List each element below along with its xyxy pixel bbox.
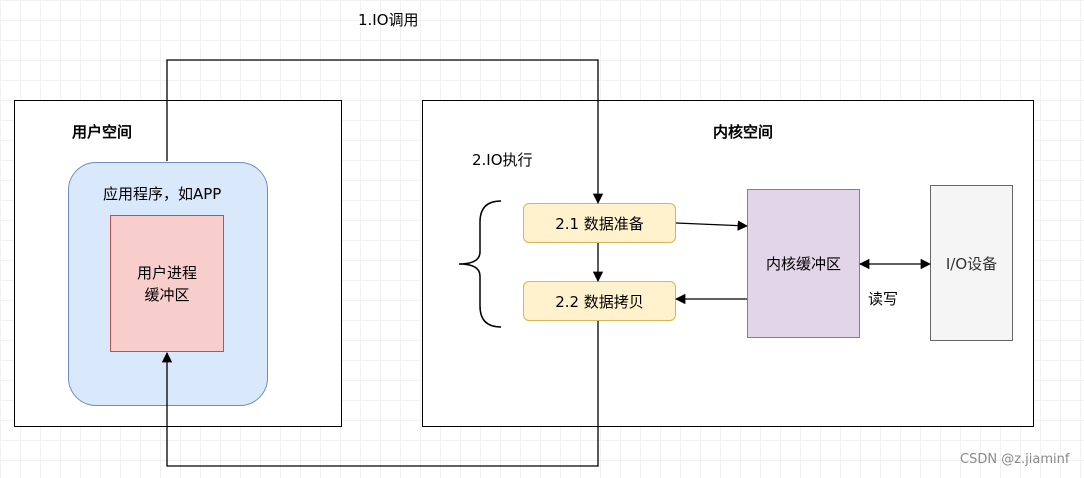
kernel-space-title: 内核空间 [713, 123, 774, 141]
user-space-title: 用户空间 [72, 123, 133, 141]
data-copy-step: 2.2 数据拷贝 [523, 281, 676, 321]
user-buffer-line2: 缓冲区 [144, 285, 190, 304]
io-device: I/O设备 [930, 185, 1013, 341]
io-call-label: 1.IO调用 [358, 11, 419, 29]
user-process-buffer: 用户进程 缓冲区 [110, 215, 224, 352]
data-prepare-step: 2.1 数据准备 [523, 203, 676, 243]
watermark: CSDN @z.jiaminf [960, 452, 1070, 467]
kernel-buffer: 内核缓冲区 [747, 189, 860, 338]
application-label: 应用程序，如APP [103, 185, 222, 203]
read-write-label: 读写 [868, 290, 899, 308]
io-execute-label: 2.IO执行 [472, 151, 533, 169]
user-buffer-line1: 用户进程 [136, 263, 197, 282]
